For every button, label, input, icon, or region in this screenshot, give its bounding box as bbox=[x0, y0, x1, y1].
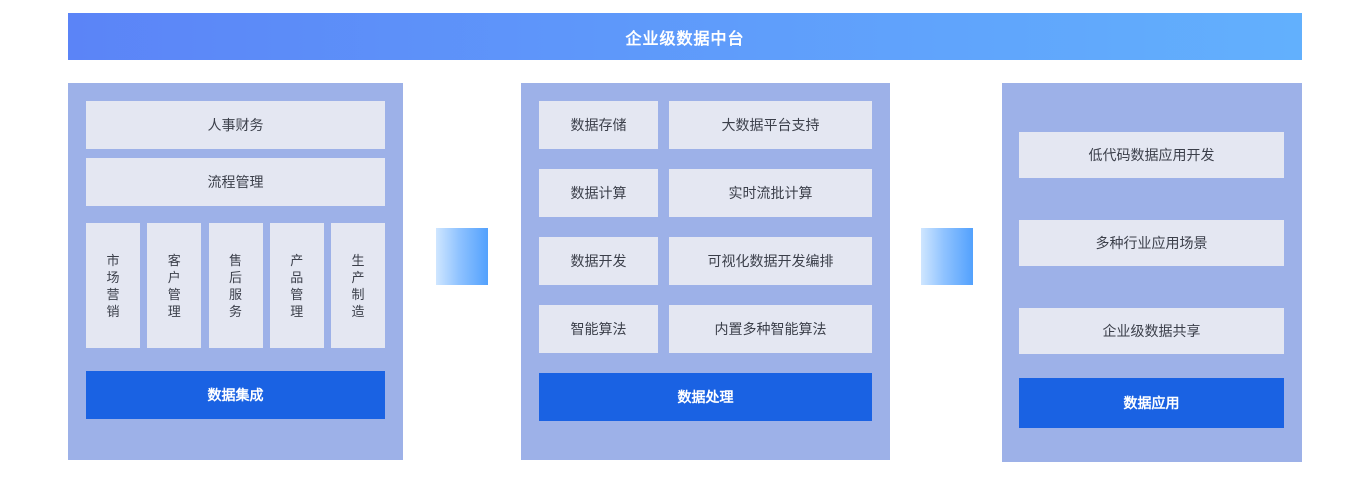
cell-builtin-algorithms[interactable]: 内置多种智能算法 bbox=[669, 305, 872, 353]
cell-customer-management-label: 客户管理 bbox=[167, 252, 181, 319]
cell-after-sales-service[interactable]: 售后服务 bbox=[208, 223, 263, 348]
cell-enterprise-data-sharing[interactable]: 企业级数据共享 bbox=[1019, 308, 1284, 354]
cell-after-sales-service-label: 售后服务 bbox=[229, 252, 243, 319]
cell-hr-finance[interactable]: 人事财务 bbox=[86, 101, 385, 149]
processing-row-compute: 数据计算 实时流批计算 bbox=[539, 169, 872, 217]
cell-data-development[interactable]: 数据开发 bbox=[539, 237, 658, 285]
cell-product-management[interactable]: 产品管理 bbox=[269, 223, 324, 348]
footer-data-processing[interactable]: 数据处理 bbox=[539, 373, 872, 421]
cell-visual-data-orchestration[interactable]: 可视化数据开发编排 bbox=[669, 237, 872, 285]
page-title: 企业级数据中台 bbox=[625, 30, 745, 48]
panel-data-processing: 数据存储 大数据平台支持 数据计算 实时流批计算 数据开发 可视化数据开发编排 … bbox=[521, 83, 890, 460]
footer-data-application[interactable]: 数据应用 bbox=[1019, 378, 1284, 428]
page-title-banner: 企业级数据中台 bbox=[68, 13, 1302, 60]
processing-row-development: 数据开发 可视化数据开发编排 bbox=[539, 237, 872, 285]
arrow-right-icon bbox=[436, 228, 488, 285]
cell-industry-scenarios[interactable]: 多种行业应用场景 bbox=[1019, 220, 1284, 266]
cell-customer-management[interactable]: 客户管理 bbox=[147, 223, 202, 348]
cell-data-storage[interactable]: 数据存储 bbox=[539, 101, 658, 149]
cell-marketing-label: 市场营销 bbox=[106, 252, 120, 319]
cell-bigdata-platform-support[interactable]: 大数据平台支持 bbox=[669, 101, 872, 149]
cell-intelligent-algorithm[interactable]: 智能算法 bbox=[539, 305, 658, 353]
processing-row-storage: 数据存储 大数据平台支持 bbox=[539, 101, 872, 149]
cell-production-manufacturing[interactable]: 生产制造 bbox=[331, 223, 385, 348]
footer-data-integration[interactable]: 数据集成 bbox=[86, 371, 385, 419]
cell-process-management[interactable]: 流程管理 bbox=[86, 158, 385, 206]
cell-data-compute[interactable]: 数据计算 bbox=[539, 169, 658, 217]
cell-production-manufacturing-label: 生产制造 bbox=[351, 252, 365, 319]
cell-lowcode-app-development[interactable]: 低代码数据应用开发 bbox=[1019, 132, 1284, 178]
cell-realtime-stream-batch[interactable]: 实时流批计算 bbox=[669, 169, 872, 217]
panel-data-application: 低代码数据应用开发 多种行业应用场景 企业级数据共享 数据应用 bbox=[1002, 83, 1302, 462]
integration-column-group: 市场营销 客户管理 售后服务 产品管理 生产制造 bbox=[86, 223, 385, 348]
cell-product-management-label: 产品管理 bbox=[290, 252, 304, 319]
panel-data-integration: 人事财务 流程管理 市场营销 客户管理 售后服务 产品管理 生产制造 数据集成 bbox=[68, 83, 403, 460]
arrow-right-icon bbox=[921, 228, 973, 285]
cell-marketing[interactable]: 市场营销 bbox=[86, 223, 140, 348]
processing-row-algorithm: 智能算法 内置多种智能算法 bbox=[539, 305, 872, 353]
